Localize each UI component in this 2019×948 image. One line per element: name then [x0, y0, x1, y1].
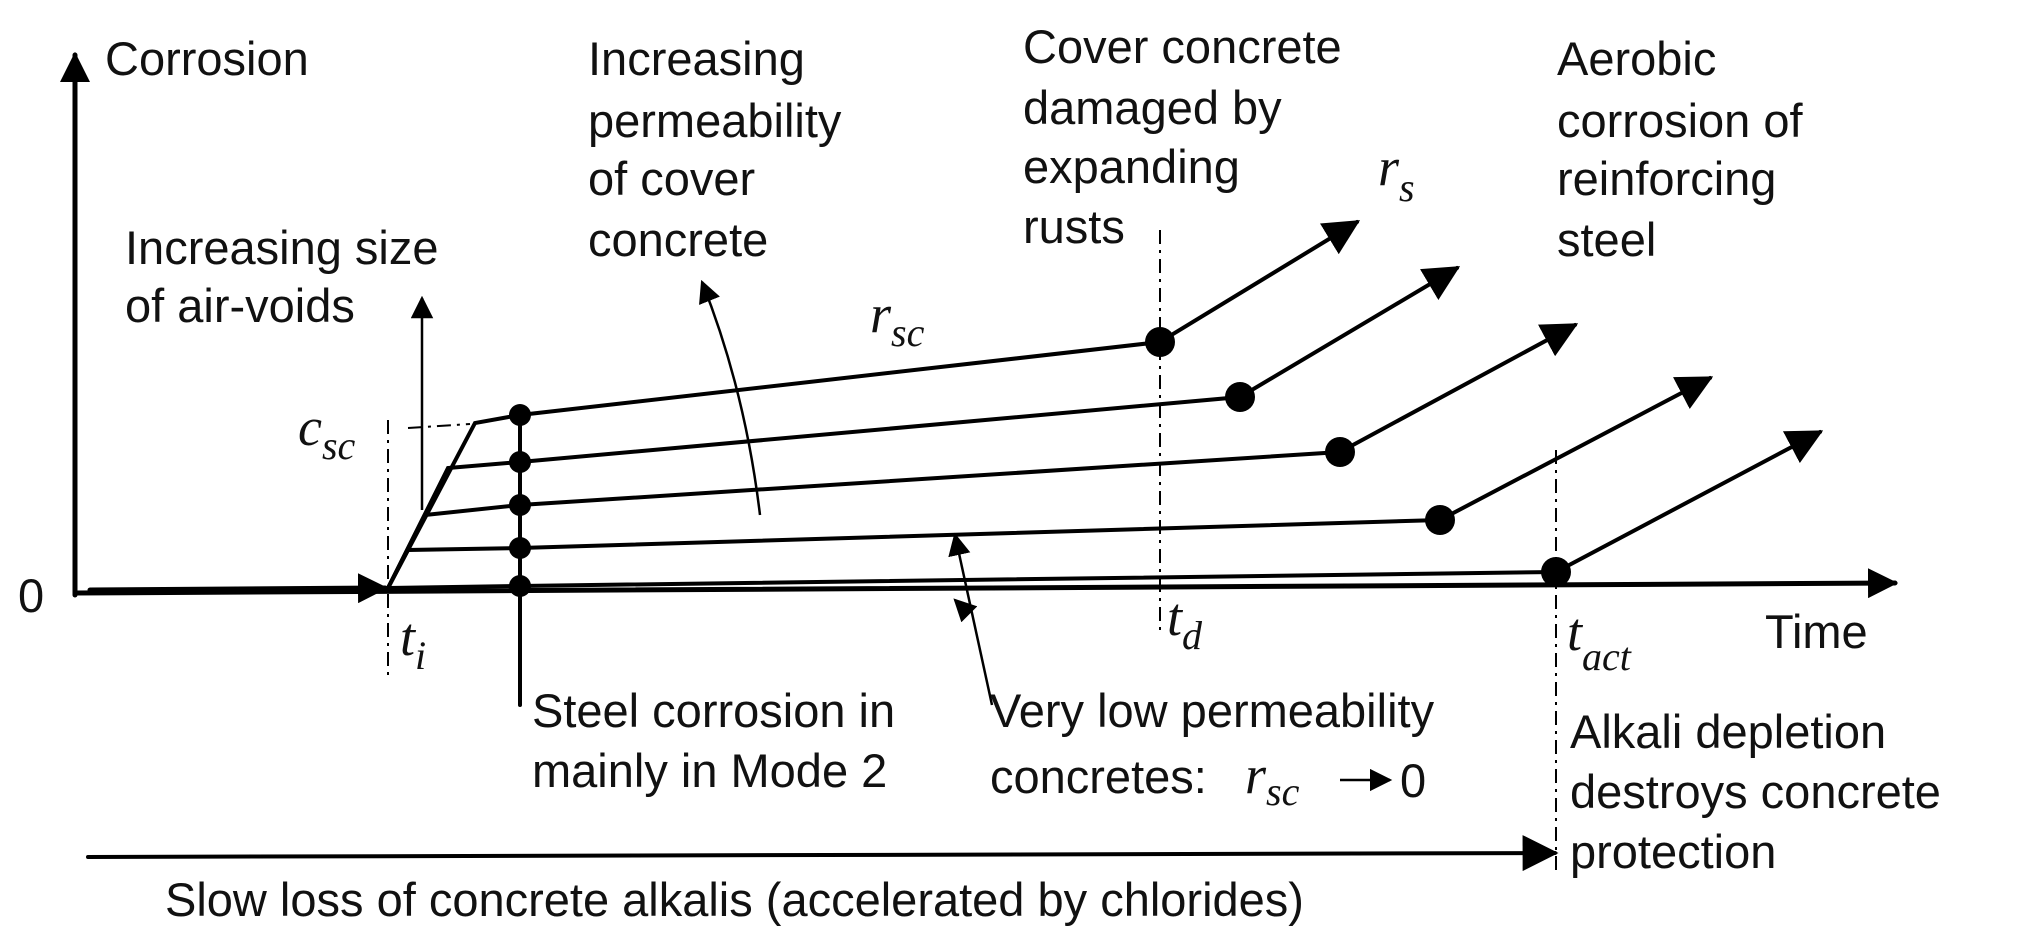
very-low-rsc-symbol: rsc: [1245, 745, 1300, 814]
very-low-perm-arrow-2: [953, 598, 978, 623]
td-symbol: td: [1167, 587, 1203, 658]
dot-mode2-4: [509, 537, 531, 559]
alkali-depletion-label: Alkali depletion destroys concrete prote…: [1570, 705, 1954, 878]
cover-damaged-label: Cover concrete damaged by expanding rust…: [1023, 20, 1355, 253]
steel-corrosion-label: Steel corrosion in mainly in Mode 2: [532, 684, 908, 797]
dot-td-1: [1145, 327, 1175, 357]
dot-td-2: [1225, 382, 1255, 412]
rsc-symbol: rsc: [870, 284, 925, 355]
dot-mode2-5: [509, 575, 531, 597]
dot-td-4: [1425, 505, 1455, 535]
very-low-zero: 0: [1400, 754, 1426, 807]
curve-4: [386, 376, 1714, 590]
aerobic-label: Aerobic corrosion of reinforcing steel: [1557, 32, 1816, 266]
very-low-perm-label: Very low permeability concretes:: [990, 684, 1447, 803]
csc-symbol: csc: [298, 397, 356, 468]
x-axis-label: Time: [1765, 605, 1868, 658]
csc-tick: [407, 423, 471, 429]
tact-symbol: tact: [1567, 602, 1632, 679]
dot-mode2-1: [509, 404, 531, 426]
dot-mode2-3: [509, 494, 531, 516]
permeability-arrow: [699, 279, 762, 516]
dot-tact: [1541, 557, 1571, 587]
rs-symbol: rs: [1378, 137, 1415, 210]
very-low-perm-arrow: [948, 532, 994, 706]
dot-td-3: [1325, 437, 1355, 467]
dot-mode2-2: [509, 451, 531, 473]
slow-loss-label: Slow loss of concrete alkalis (accelerat…: [165, 873, 1304, 926]
curve-5: [386, 430, 1824, 590]
ti-symbol: ti: [400, 607, 426, 678]
permeability-label: Increasing permeability of cover concret…: [588, 32, 854, 266]
air-voids-label: Increasing size of air-voids: [125, 221, 452, 332]
origin-label: 0: [18, 569, 44, 622]
y-axis-label: Corrosion: [105, 32, 309, 85]
curve-1: [386, 220, 1361, 590]
initiation-arrow: [87, 573, 388, 604]
slow-loss-arrow: [86, 835, 1559, 872]
